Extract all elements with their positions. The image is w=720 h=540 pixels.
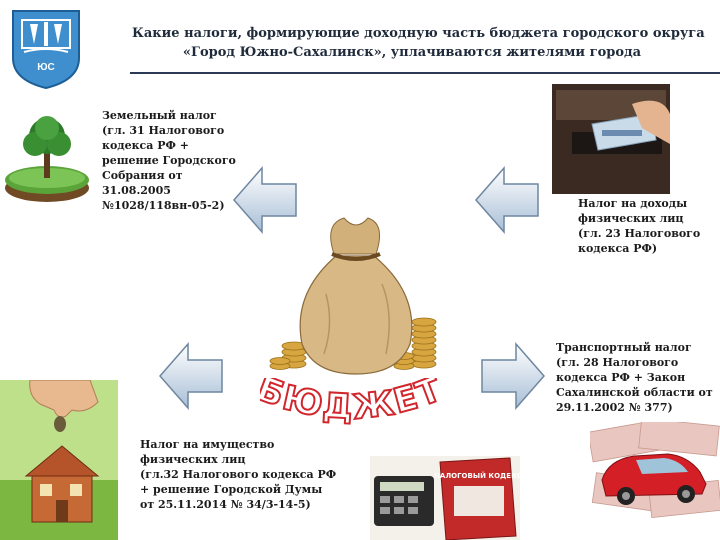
land-tax-line: №1028/118вн-05-2) (102, 198, 236, 213)
title-divider (130, 72, 720, 74)
land-tax-line: 31.08.2005 (102, 183, 236, 198)
tax-code-book-image: НАЛОГОВЫЙ КОДЕКС (370, 456, 520, 540)
transport-tax-line: Сахалинской области от (556, 385, 713, 400)
book-cover-text: НАЛОГОВЫЙ КОДЕКС (434, 471, 520, 480)
income-tax-line: физических лиц (578, 211, 700, 226)
property-tax-line: физических лиц (140, 452, 336, 467)
property-tax-line: + решение Городской Думы (140, 482, 336, 497)
property-tax-line: Налог на имущество (140, 437, 336, 452)
arrow-left-icon (474, 166, 540, 234)
city-emblem: ЮС (10, 8, 82, 90)
property-tax-text: Налог на имущество физических лиц (гл.32… (140, 437, 336, 512)
land-tax-text: Земельный налог (гл. 31 Налогового кодек… (102, 108, 236, 213)
income-tax-text: Налог на доходы физических лиц (гл. 23 Н… (578, 196, 700, 256)
budget-stamp: БЮДЖЕТ (260, 378, 440, 438)
title-line-1: Какие налоги, формирующие доходную часть… (132, 24, 692, 43)
income-tax-line: (гл. 23 Налогового (578, 226, 700, 241)
land-tax-line: решение Городского (102, 153, 236, 168)
transport-tax-line: Транспортный налог (556, 340, 713, 355)
svg-text:БЮДЖЕТ: БЮДЖЕТ (260, 378, 440, 428)
emblem-monogram: ЮС (37, 62, 54, 73)
income-tax-line: Налог на доходы (578, 196, 700, 211)
money-bag-image (264, 214, 448, 384)
transport-tax-line: (гл. 28 Налогового (556, 355, 713, 370)
arrow-left-icon (158, 342, 224, 410)
budget-stamp-text: БЮДЖЕТ (260, 378, 440, 428)
card-payment-image (552, 84, 670, 194)
land-tax-line: Собрания от (102, 168, 236, 183)
car-on-money-image (590, 422, 720, 522)
title-line-2: «Город Южно-Сахалинск», уплачиваются жит… (132, 43, 692, 62)
arrow-right-icon (480, 342, 546, 410)
land-tax-line: (гл. 31 Налогового (102, 123, 236, 138)
coin-and-house-image (0, 380, 118, 540)
transport-tax-text: Транспортный налог (гл. 28 Налогового ко… (556, 340, 713, 415)
income-tax-line: кодекса РФ) (578, 241, 700, 256)
land-tax-line: кодекса РФ + (102, 138, 236, 153)
transport-tax-line: 29.11.2002 № 377) (556, 400, 713, 415)
transport-tax-line: кодекса РФ + Закон (556, 370, 713, 385)
tree-on-grass-image (2, 108, 92, 208)
page-title: Какие налоги, формирующие доходную часть… (132, 24, 692, 62)
land-tax-line: Земельный налог (102, 108, 236, 123)
property-tax-line: от 25.11.2014 № 34/3-14-5) (140, 497, 336, 512)
property-tax-line: (гл.32 Налогового кодекса РФ (140, 467, 336, 482)
